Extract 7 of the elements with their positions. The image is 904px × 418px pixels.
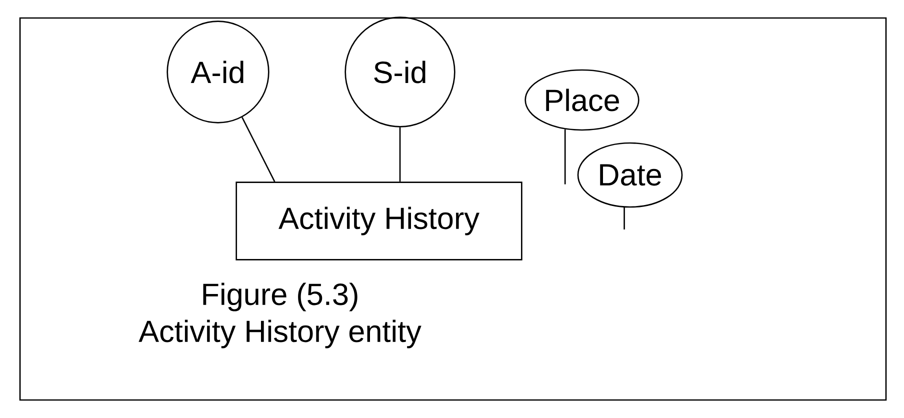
connector-line (399, 127, 401, 182)
connector-line (564, 129, 566, 184)
connector-line (242, 117, 276, 182)
caption-text: Figure (5.3) (203, 282, 358, 312)
connector-line (624, 207, 625, 230)
entity-box: Activity History (236, 182, 522, 260)
caption-text: Activity History entity (138, 320, 422, 348)
